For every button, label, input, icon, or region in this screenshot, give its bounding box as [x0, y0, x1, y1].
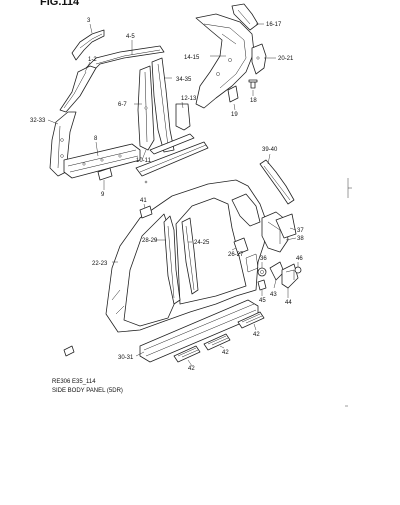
callout-18: 18 [250, 98, 257, 104]
part-quarter-reinforcement[interactable] [233, 237, 249, 255]
callout-30-31: 30-31 [118, 355, 134, 361]
part-roof-rail-inner[interactable] [71, 29, 105, 61]
part-wheelhouse-strip[interactable] [259, 159, 295, 205]
part-fuel-lid[interactable] [281, 263, 299, 289]
part-rear-quarter-inner[interactable] [195, 13, 255, 109]
callout-6-7: 6-7 [118, 102, 127, 108]
callout-41: 41 [140, 198, 147, 204]
part-side-bracket[interactable] [251, 43, 267, 75]
part-clip[interactable] [227, 85, 239, 103]
callout-44: 44 [285, 300, 292, 306]
callout-4-5: 4-5 [126, 34, 135, 40]
callout-46: 46 [296, 256, 303, 262]
callout-38: 38 [297, 236, 304, 242]
part-filler-clip[interactable] [257, 279, 267, 291]
part-front-pillar[interactable] [59, 65, 97, 113]
callout-42-rear: 42 [253, 332, 260, 338]
fig-ref-label: FIG.114 [40, 0, 80, 8]
part-rear-extension-bracket[interactable] [261, 211, 297, 253]
callout-42-front: 42 [188, 366, 195, 372]
callout-8: 8 [94, 136, 98, 142]
part-bolt[interactable] [248, 79, 258, 89]
part-roof-corner-brace[interactable] [139, 205, 153, 219]
part-upper-rear-bracket[interactable] [231, 3, 259, 31]
callout-32-33: 32-33 [30, 118, 46, 124]
part-sill-plate-rear[interactable] [237, 311, 265, 329]
callout-28-29: 28-29 [142, 238, 158, 244]
part-front-clip[interactable] [63, 345, 75, 357]
callout-45: 45 [259, 298, 266, 304]
callout-22-23: 22-23 [92, 261, 108, 267]
callout-16-17: 16-17 [266, 22, 282, 28]
page-edge-marker [347, 178, 352, 198]
part-inner-sill[interactable] [63, 143, 141, 179]
part-fuel-filler-housing[interactable] [257, 267, 267, 277]
callout-42-center: 42 [222, 350, 229, 356]
callout-24-25: 24-25 [194, 240, 210, 246]
callout-43: 43 [270, 292, 277, 298]
callout-37: 37 [297, 228, 304, 234]
callout-26-27: 26-27 [228, 252, 244, 258]
diagram-caption: SIDE BODY PANEL (5DR) [52, 388, 123, 394]
part-c-pillar-reinforcement[interactable] [181, 217, 199, 295]
part-sill-bracket[interactable] [97, 167, 113, 181]
callout-20-21: 20-21 [278, 56, 294, 62]
callout-34-35: 34-35 [176, 77, 192, 83]
part-center-pillar-outer[interactable] [151, 57, 175, 153]
diagram-code: RE306 E35_114 [52, 379, 96, 385]
part-center-pillar-inner[interactable] [137, 65, 155, 151]
callout-9: 9 [101, 192, 105, 198]
part-b-pillar-reinforcement[interactable] [163, 215, 181, 305]
callout-14-15: 14-15 [184, 55, 200, 61]
callout-10-11: 10-11 [136, 158, 152, 164]
callout-1-2: 1-2 [88, 57, 97, 63]
callout-3: 3 [87, 18, 91, 24]
callout-19: 19 [231, 112, 238, 118]
callout-36: 36 [260, 256, 267, 262]
part-sill-plate-center[interactable] [203, 333, 231, 351]
part-pillar-brace[interactable] [175, 103, 191, 131]
callout-12-13: 12-13 [181, 96, 197, 102]
callout-39-40: 39-40 [262, 147, 278, 153]
part-sill-plate-front[interactable] [173, 345, 201, 363]
part-lower-sill-reinforcement[interactable] [135, 133, 209, 177]
part-grommet[interactable] [294, 266, 302, 274]
